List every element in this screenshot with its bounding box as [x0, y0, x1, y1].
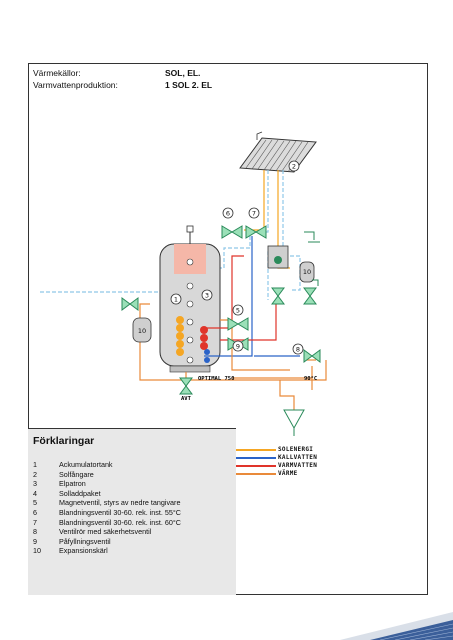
marker-2: 2	[288, 160, 300, 172]
svg-text:9: 9	[236, 343, 240, 351]
marker-8: 8	[292, 343, 304, 355]
svg-text:3: 3	[205, 292, 209, 300]
marker-7: 7	[248, 207, 260, 219]
expansion-vessel-left	[132, 317, 152, 343]
marker-10b: 10	[303, 268, 311, 276]
marker-3: 3	[201, 289, 213, 301]
svg-text:1: 1	[174, 296, 178, 304]
svg-text:7: 7	[252, 210, 256, 218]
svg-text:10: 10	[138, 327, 146, 335]
heat-sources-value: SOL, EL.	[165, 68, 201, 78]
header-row-heat-sources: Värmekällor: SOL, EL.	[33, 68, 200, 79]
explanations-title: Förklaringar	[33, 435, 95, 447]
temperature-label: 90°C	[304, 376, 317, 382]
heat-sources-label: Värmekällor:	[33, 68, 81, 78]
marker-1: 1	[170, 293, 182, 305]
solar-collector	[239, 131, 317, 173]
hot-water-value: 1 SOL 2. EL	[165, 80, 213, 90]
valve-6-left	[221, 225, 233, 239]
svg-text:6: 6	[226, 210, 230, 218]
marker-9: 9	[232, 340, 244, 352]
hot-water-label: Varmvattenproduktion:	[33, 80, 118, 90]
accumulator-tank	[159, 225, 221, 373]
svg-text:8: 8	[296, 346, 300, 354]
corner-decoration	[340, 612, 453, 640]
svg-text:2: 2	[292, 163, 296, 171]
drain-funnel	[283, 409, 305, 430]
expansion-vessel-right	[299, 261, 315, 283]
svg-text:10: 10	[303, 268, 311, 276]
marker-6: 6	[222, 207, 234, 219]
header-row-hot-water: Varmvattenproduktion: 1 SOL 2. EL	[33, 80, 212, 91]
svg-text:5: 5	[236, 307, 240, 315]
marker-5: 5	[232, 304, 244, 316]
marker-10a: 10	[138, 327, 146, 335]
avt-label: AVT	[181, 396, 192, 402]
tank-model-label: OPTIMAL 750	[198, 376, 234, 382]
